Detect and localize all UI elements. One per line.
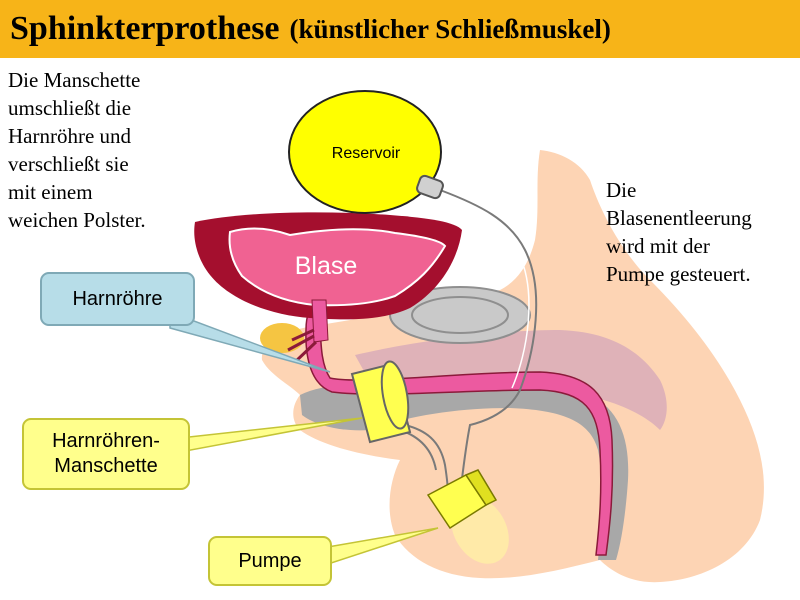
pump-cube-side xyxy=(464,469,498,506)
reservoir-shape xyxy=(288,90,442,214)
page-title: Sphinkterprothese xyxy=(10,10,280,47)
harnroehre-label: Harnröhre xyxy=(72,287,163,310)
pumpe-callout: Pumpe xyxy=(208,536,332,586)
rectum-folds-inner xyxy=(411,296,509,334)
left-description-line: umschließt die xyxy=(8,96,132,120)
rectum-folds xyxy=(389,286,531,344)
bladder-neck xyxy=(311,299,329,343)
left-description-line: verschließt sie xyxy=(8,152,129,176)
tube-reservoir-pump-2 xyxy=(437,195,530,389)
page-subtitle: (künstlicher Schließmuskel) xyxy=(289,13,611,44)
right-description: Die Blasenentleerung wird mit der Pumpe … xyxy=(606,176,752,288)
urethra-tube xyxy=(305,298,614,556)
left-description: Die Manschette umschließt die Harnröhre … xyxy=(8,66,146,234)
manschette-callout: Harnröhren- Manschette xyxy=(22,418,190,490)
left-description-line: mit einem xyxy=(8,180,93,204)
harnroehre-callout: Harnröhre xyxy=(40,272,195,326)
manschette-label-line1: Harnröhren- xyxy=(52,430,160,452)
tube-reservoir-pump xyxy=(439,189,538,496)
seminal-gland xyxy=(260,323,304,353)
reservoir-connector xyxy=(416,174,444,200)
title-bar: Sphinkterprothese (künstlicher Schließmu… xyxy=(0,0,800,58)
right-description-line: wird mit der xyxy=(606,234,710,258)
manschette-label-line2: Manschette xyxy=(54,455,158,477)
urethral-cuff-ring xyxy=(380,360,410,430)
reservoir-label: Reservoir xyxy=(332,145,401,162)
right-description-line: Die xyxy=(606,178,637,202)
bladder-neck-branches xyxy=(287,328,318,364)
left-description-line: Die Manschette xyxy=(8,68,141,92)
right-description-line: Blasenentleerung xyxy=(606,206,752,230)
blase-label: Blase xyxy=(295,252,358,280)
left-description-line: weichen Polster. xyxy=(8,208,146,232)
bladder-inner xyxy=(228,227,447,307)
right-description-line: Pumpe gesteuert. xyxy=(606,262,751,286)
pumpe-label: Pumpe xyxy=(238,549,302,572)
left-description-line: Harnröhre und xyxy=(8,124,132,148)
